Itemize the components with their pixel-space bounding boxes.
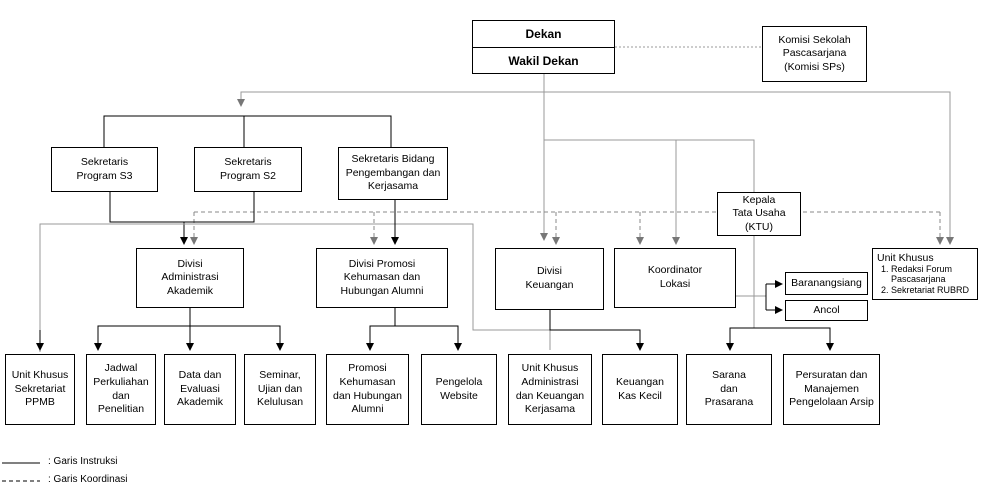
persuratan-box: Persuratan dan Manajemen Pengelolaan Ars…	[783, 354, 880, 425]
divisi-promosi-box: Divisi Promosi Kehumasan dan Hubungan Al…	[316, 248, 448, 308]
pengelola-website-box: Pengelola Website	[421, 354, 497, 425]
baranangsiang-box: Baranangsiang	[785, 272, 868, 295]
seminar-box: Seminar, Ujian dan Kelulusan	[244, 354, 316, 425]
sekretaris-bidang-box: Sekretaris Bidang Pengembangan dan Kerja…	[338, 147, 448, 200]
unit-khusus-list: Redaksi Forum Pascasarjana Sekretariat R…	[877, 264, 973, 295]
dekan-box: Dekan Wakil Dekan	[472, 20, 615, 74]
kas-kecil-box: Keuangan Kas Kecil	[602, 354, 678, 425]
data-evaluasi-box: Data dan Evaluasi Akademik	[164, 354, 236, 425]
unit-khusus-ppmb-box: Unit Khusus Sekretariat PPMB	[5, 354, 75, 425]
sekretaris-s2-box: Sekretaris Program S2	[194, 147, 302, 192]
unit-khusus-item: Sekretariat RUBRD	[891, 285, 973, 295]
unit-khusus-admin-keuangan-box: Unit Khusus Administrasi dan Keuangan Ke…	[508, 354, 592, 425]
legend-koordinasi: : Garis Koordinasi	[48, 474, 127, 485]
sekretaris-s3-box: Sekretaris Program S3	[51, 147, 158, 192]
komisi-box: Komisi Sekolah Pascasarjana (Komisi SPs)	[762, 26, 867, 82]
koordinator-lokasi-box: Koordinator Lokasi	[614, 248, 736, 308]
divisi-keuangan-box: Divisi Keuangan	[495, 248, 604, 310]
jadwal-box: Jadwal Perkuliahan dan Penelitian	[86, 354, 156, 425]
ktu-box: Kepala Tata Usaha (KTU)	[717, 192, 801, 236]
divisi-akademik-box: Divisi Administrasi Akademik	[136, 248, 244, 308]
sarana-prasarana-box: Sarana dan Prasarana	[686, 354, 772, 425]
unit-khusus-item: Redaksi Forum Pascasarjana	[891, 264, 973, 285]
wakil-dekan-label: Wakil Dekan	[508, 54, 579, 68]
legend-koordinasi-label: : Garis Koordinasi	[48, 474, 128, 485]
dekan-label: Dekan	[473, 21, 614, 48]
unit-khusus-title: Unit Khusus	[877, 252, 934, 264]
promosi-box: Promosi Kehumasan dan Hubungan Alumni	[326, 354, 409, 425]
ancol-box: Ancol	[785, 300, 868, 321]
legend-instruksi-label: : Garis Instruksi	[48, 456, 118, 467]
unit-khusus-box: Unit Khusus Redaksi Forum Pascasarjana S…	[872, 248, 978, 300]
legend-instruksi: : Garis Instruksi	[48, 456, 117, 467]
